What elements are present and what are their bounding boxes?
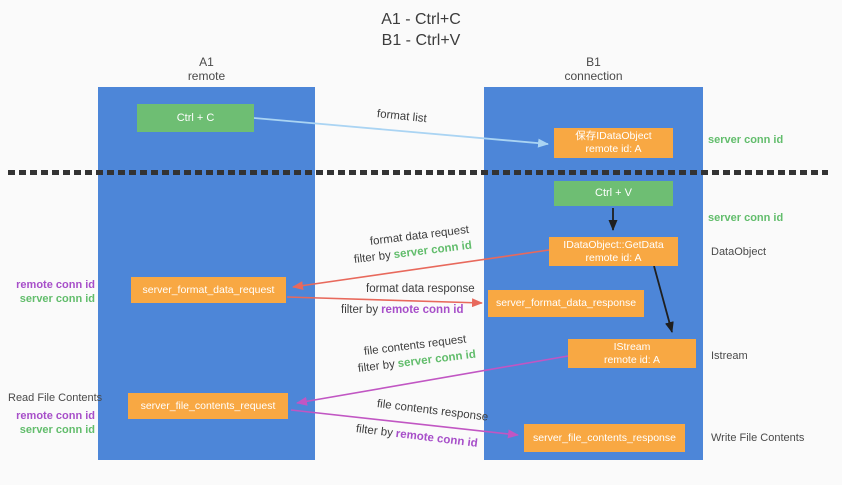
label-conn-ids-left-2: remote conn id server conn id [0,409,95,437]
column-a1-name: A1 [199,55,214,69]
node-server-format-data-request-label: server_format_data_request [142,283,275,296]
node-istream-line2: remote id: A [603,353,661,366]
node-ctrl-c: Ctrl + C [137,104,254,132]
node-server-file-contents-request: server_file_contents_request [128,393,288,419]
node-server-file-contents-request-label: server_file_contents_request [140,399,276,412]
node-server-file-contents-response: server_file_contents_response [524,424,685,452]
filter-by-text: filter by [341,304,379,316]
arrow-format-data-response [286,296,483,308]
remote-conn-id-text: remote conn id [381,304,464,316]
arrow-file-contents-response [290,409,519,439]
node-istream: IStream remote id: A [568,339,696,368]
node-idataobject-getdata: IDataObject::GetData remote id: A [549,237,678,266]
node-save-idataobject-line2: remote id: A [585,143,642,155]
column-header-b1: B1 connection [484,55,703,83]
label-format-data-response: format data response [366,283,475,295]
diagram-title: A1 - Ctrl+C B1 - Ctrl+V [0,9,842,51]
title-line-2: B1 - Ctrl+V [381,32,461,49]
label-write-file-contents: Write File Contents [711,432,805,444]
title-line-1: A1 - Ctrl+C [381,11,461,28]
node-server-file-contents-response-label: server_file_contents_response [532,431,676,444]
label-dataobject: DataObject [711,246,767,258]
arrow-getdata-to-istream [653,265,674,333]
label-server-conn-id-top: server conn id [708,134,784,146]
column-header-a1: A1 remote [98,55,315,83]
arrow-format-data-request [292,249,550,291]
column-a1-subtitle: remote [187,69,226,83]
label-remote-conn-id-left-2: remote conn id [16,410,95,422]
node-idataobject-getdata-line2: remote id: A [585,251,642,264]
node-save-idataobject-line1: 保存IDataObject [575,130,652,142]
label-istream: Istream [711,350,748,362]
label-conn-ids-left-1: remote conn id server conn id [0,278,95,306]
node-server-format-data-response: server_format_data_response [488,290,644,317]
arrow-format-list [253,117,549,148]
label-server-conn-id-left-2: server conn id [19,424,95,436]
label-server-conn-id-mid: server conn id [708,212,784,224]
node-ctrl-v-label: Ctrl + V [595,187,632,199]
node-server-format-data-response-label: server_format_data_response [495,297,637,309]
node-ctrl-c-label: Ctrl + C [176,111,215,124]
node-server-format-data-request: server_format_data_request [131,277,286,303]
arrow-file-contents-request [296,355,569,406]
column-b1-name: B1 [586,55,601,69]
column-b1-subtitle: connection [564,69,623,83]
label-read-file-contents: Read File Contents [8,392,103,404]
node-save-idataobject: 保存IDataObject remote id: A [554,128,673,158]
label-server-conn-id-left-1: server conn id [19,293,95,305]
dotted-divider-line [8,170,828,175]
node-ctrl-v: Ctrl + V [554,181,673,206]
label-remote-conn-id-left-1: remote conn id [16,279,95,291]
node-istream-line1: IStream [613,340,651,353]
node-idataobject-getdata-line1: IDataObject::GetData [563,238,664,251]
